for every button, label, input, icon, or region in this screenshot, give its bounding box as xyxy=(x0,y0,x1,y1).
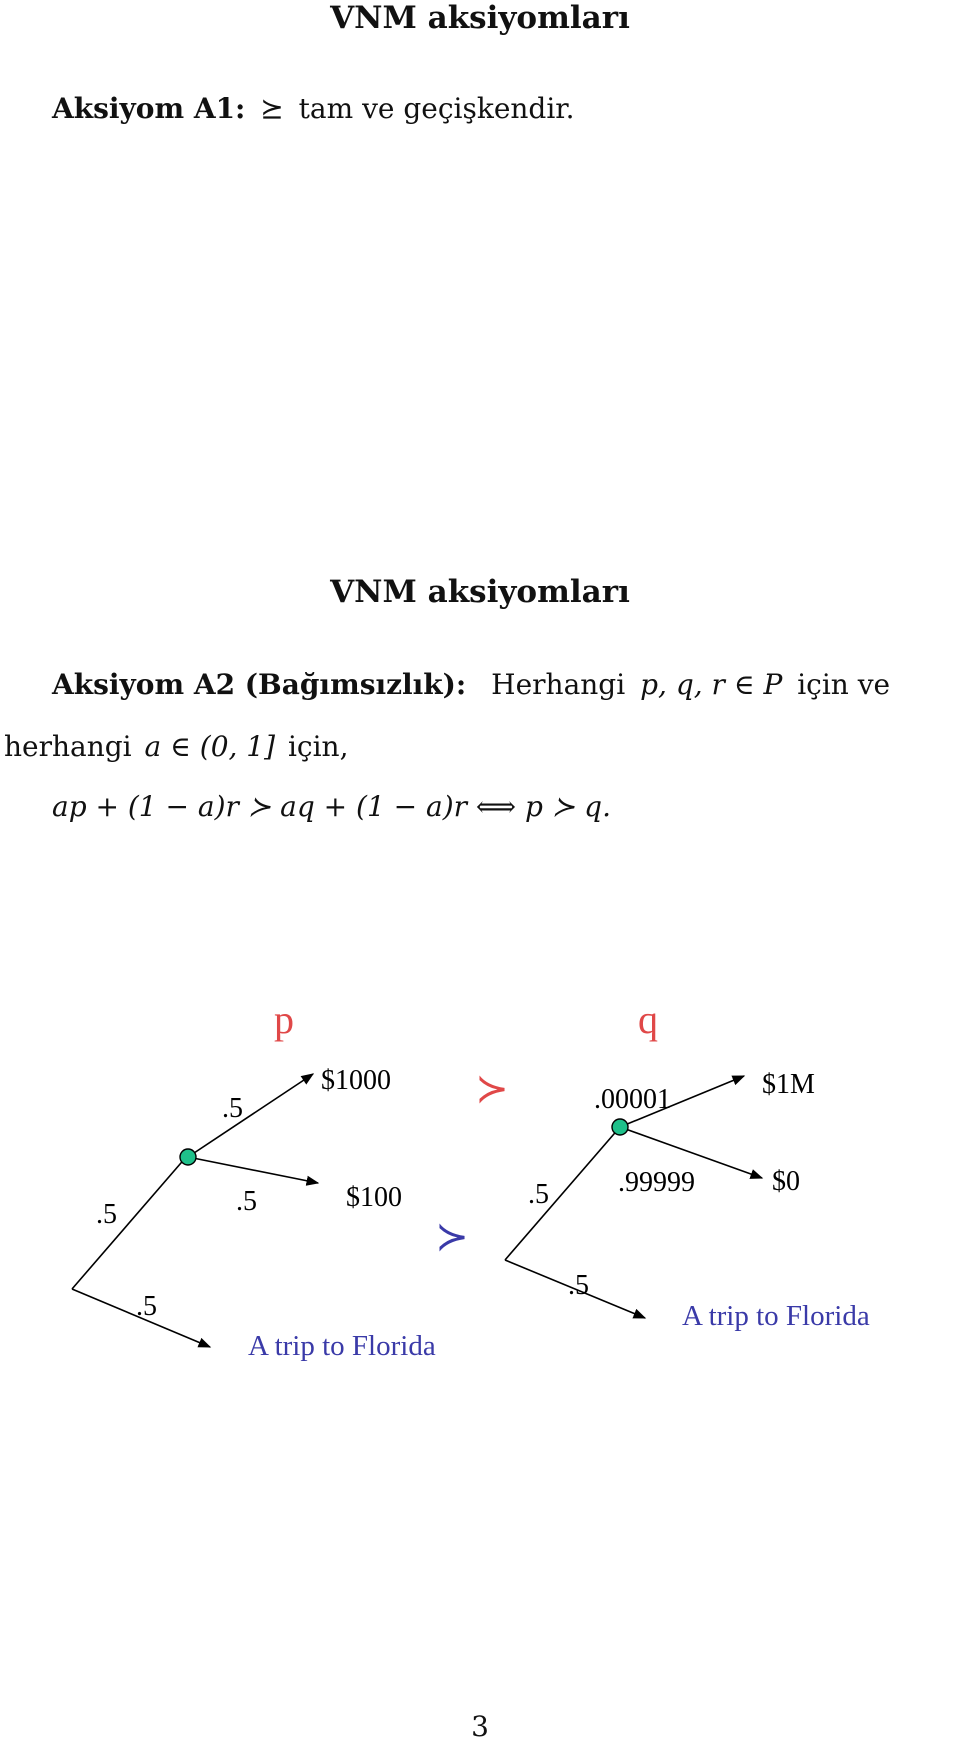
page-number: 3 xyxy=(471,1710,489,1743)
axiom-a1-text: tam ve geçişkendir. xyxy=(298,92,575,125)
axiom-a1: Aksiyom A1: ⪰ tam ve geçişkendir. xyxy=(52,92,575,125)
axiom-a2-line2-start: herhangi xyxy=(4,730,132,763)
axiom-a1-label: Aksiyom A1: xyxy=(52,92,246,125)
lottery-q-label: q xyxy=(638,997,658,1042)
right-inner-bottom-prob: .99999 xyxy=(618,1167,695,1198)
left-outer-top-branch xyxy=(71,1155,188,1290)
right-inner-top-prob: .00001 xyxy=(594,1084,671,1115)
right-inner-top-branch xyxy=(619,1075,746,1128)
independence-formula: ap + (1 − a)r ≻ aq + (1 − a)r ⟺ p ≻ q. xyxy=(52,790,611,823)
right-outer-bottom-branch xyxy=(504,1259,647,1319)
axiom-a2-vars: p, q, r ∈ P xyxy=(640,668,783,701)
right-chance-node xyxy=(611,1118,629,1136)
left-outer-bottom-prob: .5 xyxy=(136,1291,157,1322)
axiom-a2-herhangi: Herhangi xyxy=(491,668,626,701)
right-florida-outcome: A trip to Florida xyxy=(682,1300,870,1332)
preference-bottom: ≻ xyxy=(435,1214,469,1260)
left-top-outcome: $1000 xyxy=(321,1065,391,1096)
weak-preference-symbol: ⪰ xyxy=(260,92,284,125)
left-florida-outcome: A trip to Florida xyxy=(248,1330,436,1362)
right-top-outcome: $1M xyxy=(762,1069,815,1100)
lottery-p-label: p xyxy=(274,997,294,1042)
left-chance-node xyxy=(179,1148,197,1166)
right-bottom-outcome: $0 xyxy=(772,1166,800,1197)
left-inner-bottom-prob: .5 xyxy=(236,1186,257,1217)
right-outer-top-prob: .5 xyxy=(528,1179,549,1210)
section1-title: VNM aksiyomları xyxy=(330,0,630,36)
axiom-a2-line2-end: için, xyxy=(287,730,349,763)
axiom-a2-line2: herhangi a ∈ (0, 1] için, xyxy=(4,730,348,763)
left-bottom-outcome: $100 xyxy=(346,1182,402,1213)
right-inner-bottom-branch xyxy=(619,1126,764,1179)
preference-top: ≻ xyxy=(475,1066,509,1112)
axiom-a2-label: Aksiyom A2 (Bağımsızlık): xyxy=(52,668,467,701)
left-inner-top-branch xyxy=(187,1073,315,1158)
left-outer-bottom-branch xyxy=(71,1288,212,1348)
axiom-a2-line1: Aksiyom A2 (Bağımsızlık): Herhangi p, q,… xyxy=(52,668,890,701)
axiom-a2-line1-end: için ve xyxy=(797,668,891,701)
left-outer-top-prob: .5 xyxy=(96,1199,117,1230)
section2-title: VNM aksiyomları xyxy=(330,574,630,610)
left-inner-top-prob: .5 xyxy=(222,1093,243,1124)
axiom-a2-interval: a ∈ (0, 1] xyxy=(144,730,276,763)
right-outer-top-branch xyxy=(504,1126,621,1261)
left-inner-bottom-branch xyxy=(187,1156,320,1186)
right-outer-bottom-prob: .5 xyxy=(568,1270,589,1301)
